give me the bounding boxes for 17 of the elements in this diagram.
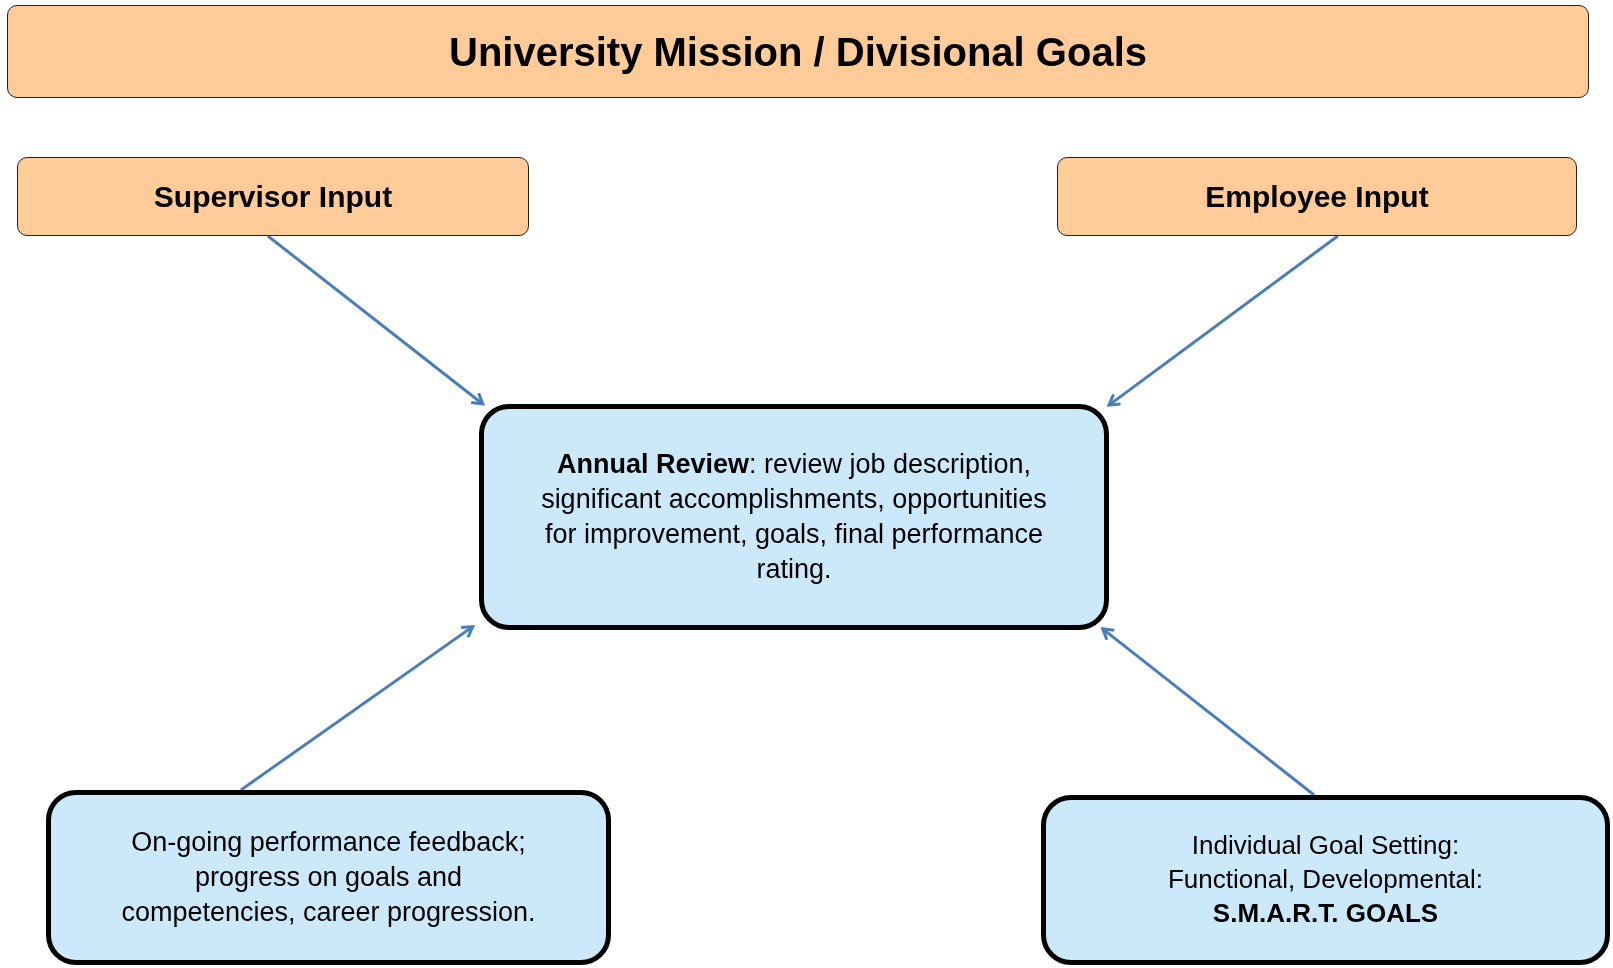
arrow	[1107, 234, 1339, 407]
box-text: Individual Goal Setting: Functional, Developmental:	[1166, 829, 1485, 897]
input-box	[17, 157, 529, 236]
arrow	[240, 625, 475, 792]
review-box	[479, 404, 1109, 630]
title-banner	[7, 5, 1589, 98]
arrow	[1101, 627, 1316, 797]
box-text: S.M.A.R.T. GOALS	[1212, 896, 1439, 930]
input-box	[1057, 157, 1577, 236]
box-text: Supervisor Input	[153, 179, 393, 215]
arrow	[266, 234, 485, 406]
box-text: Annual Review: review job description, significant accomplishments, opportunities for improvement, goals, final performance rating.	[540, 447, 1048, 587]
box-text: Employee Input	[1205, 179, 1429, 215]
goal-setting-box	[1041, 795, 1610, 965]
feedback-box	[46, 790, 611, 965]
box-text: On-going performance feedback; progress on goals and competencies, career progression.	[120, 825, 537, 930]
box-text: University Mission / Divisional Goals	[449, 28, 1147, 76]
